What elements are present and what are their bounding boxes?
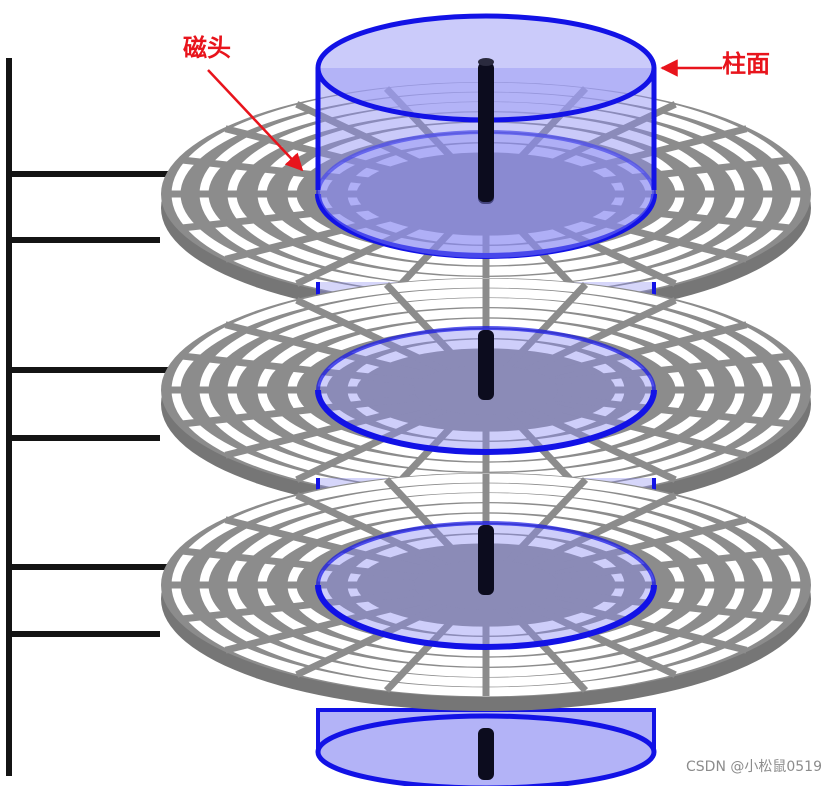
head-arm-1-2 (6, 237, 160, 243)
head-label: 磁头 (183, 33, 231, 62)
cylinder-ring-3 (315, 584, 657, 650)
head-arm-1-1 (6, 171, 312, 177)
head-arm-2-2 (6, 435, 160, 441)
head-pointer-arrow (207, 69, 304, 172)
actuator-bar (6, 58, 12, 776)
cylinder-ring-2 (315, 389, 657, 455)
cylinder-label: 柱面 (722, 49, 770, 78)
head-arm-3-2 (6, 631, 160, 637)
spindle-bottom (478, 728, 494, 780)
spindle-segment-3 (478, 525, 494, 595)
platter-3 (6, 473, 811, 711)
cylinder-ring-1 (315, 193, 657, 259)
spindle-segment-2 (478, 330, 494, 400)
watermark: CSDN @小松鼠0519 (686, 759, 822, 775)
platter-stack (6, 82, 811, 780)
head-arm-2-1 (6, 367, 312, 373)
head-arm-3-1 (6, 564, 312, 570)
spindle-top (478, 58, 494, 202)
